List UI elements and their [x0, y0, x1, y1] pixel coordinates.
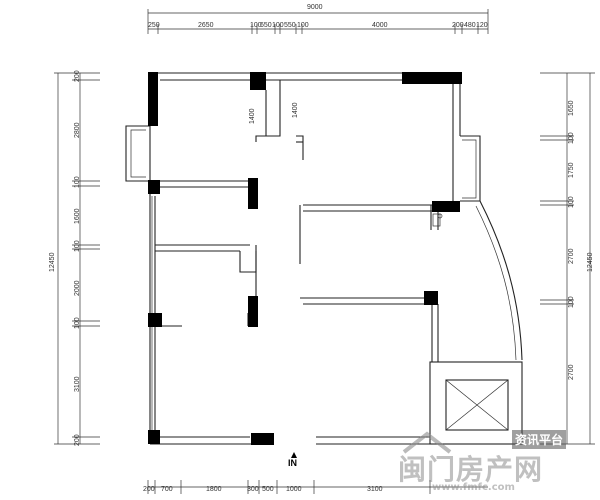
watermark: 资讯平台 闽门房产网 www.fmfc.com [392, 422, 597, 498]
watermark-top-text: 资讯平台 [512, 430, 567, 449]
right-seg-label: 1750 [568, 162, 575, 178]
bottom-dimension-chain: 200 700 1800 300 500 1000 3100 [143, 480, 488, 494]
right-seg-label: 100 [568, 196, 575, 208]
left-seg-label: 1600 [74, 208, 81, 224]
left-seg-label: 100 [74, 317, 81, 329]
right-seg-label: 2700 [568, 364, 575, 380]
top-seg-label: 480 [464, 22, 476, 29]
right-seg-label: 2700 [568, 248, 575, 264]
top-dimension-chain: 9000 250 2650 100 650 100 550 100 4000 2… [147, 4, 489, 34]
entrance-label: IN [288, 458, 297, 468]
watermark-url: www.fmfc.com [432, 482, 515, 493]
left-seg-label: 3100 [74, 376, 81, 392]
top-seg-label: 550 [284, 22, 296, 29]
right-dimension-chain: 12450 1650 100 1750 100 2700 100 2700 [540, 72, 595, 445]
top-seg-label: 2650 [198, 22, 214, 29]
left-seg-label: 200 [74, 70, 81, 82]
entrance-marker: IN [288, 452, 297, 468]
top-seg-label: 4000 [372, 22, 388, 29]
top-seg-label: 120 [476, 22, 488, 29]
left-seg-label: 100 [74, 176, 81, 188]
right-seg-label: 1650 [568, 100, 575, 116]
top-seg-label: 650 [260, 22, 272, 29]
bottom-seg-label: 1000 [286, 486, 302, 493]
bottom-seg-label: 500 [262, 486, 274, 493]
right-seg-label: 100 [568, 132, 575, 144]
right-total-label: 12450 [587, 252, 594, 272]
interior-walls [155, 80, 523, 445]
watermark-brand: 闽门房产网 [398, 453, 544, 486]
inner-dimension-label: 1400 [292, 102, 299, 118]
top-seg-label: 100 [250, 22, 262, 29]
watermark-house-icon [402, 430, 452, 470]
inner-dimension-label: 1400 [249, 108, 256, 124]
left-seg-label: 2000 [74, 280, 81, 296]
exterior-walls [125, 72, 481, 445]
left-seg-label: 100 [74, 240, 81, 252]
left-seg-label: 200 [74, 434, 81, 446]
bottom-seg-label: 1800 [206, 486, 222, 493]
bottom-seg-label: 200 [143, 486, 155, 493]
bottom-seg-label: 3100 [367, 486, 383, 493]
top-total-label: 9000 [307, 4, 323, 11]
bottom-seg-label: 700 [161, 486, 173, 493]
left-dimension-chain: 12450 200 2800 100 1600 100 2000 100 310… [49, 70, 100, 446]
left-seg-label: 2800 [74, 122, 81, 138]
structural-columns [148, 72, 462, 445]
right-seg-label: 100 [568, 296, 575, 308]
top-seg-label: 250 [148, 22, 160, 29]
left-total-label: 12450 [49, 252, 56, 272]
top-seg-label: 100 [297, 22, 309, 29]
top-seg-label: 100 [272, 22, 284, 29]
top-seg-label: 200 [452, 22, 464, 29]
bottom-seg-label: 300 [247, 486, 259, 493]
